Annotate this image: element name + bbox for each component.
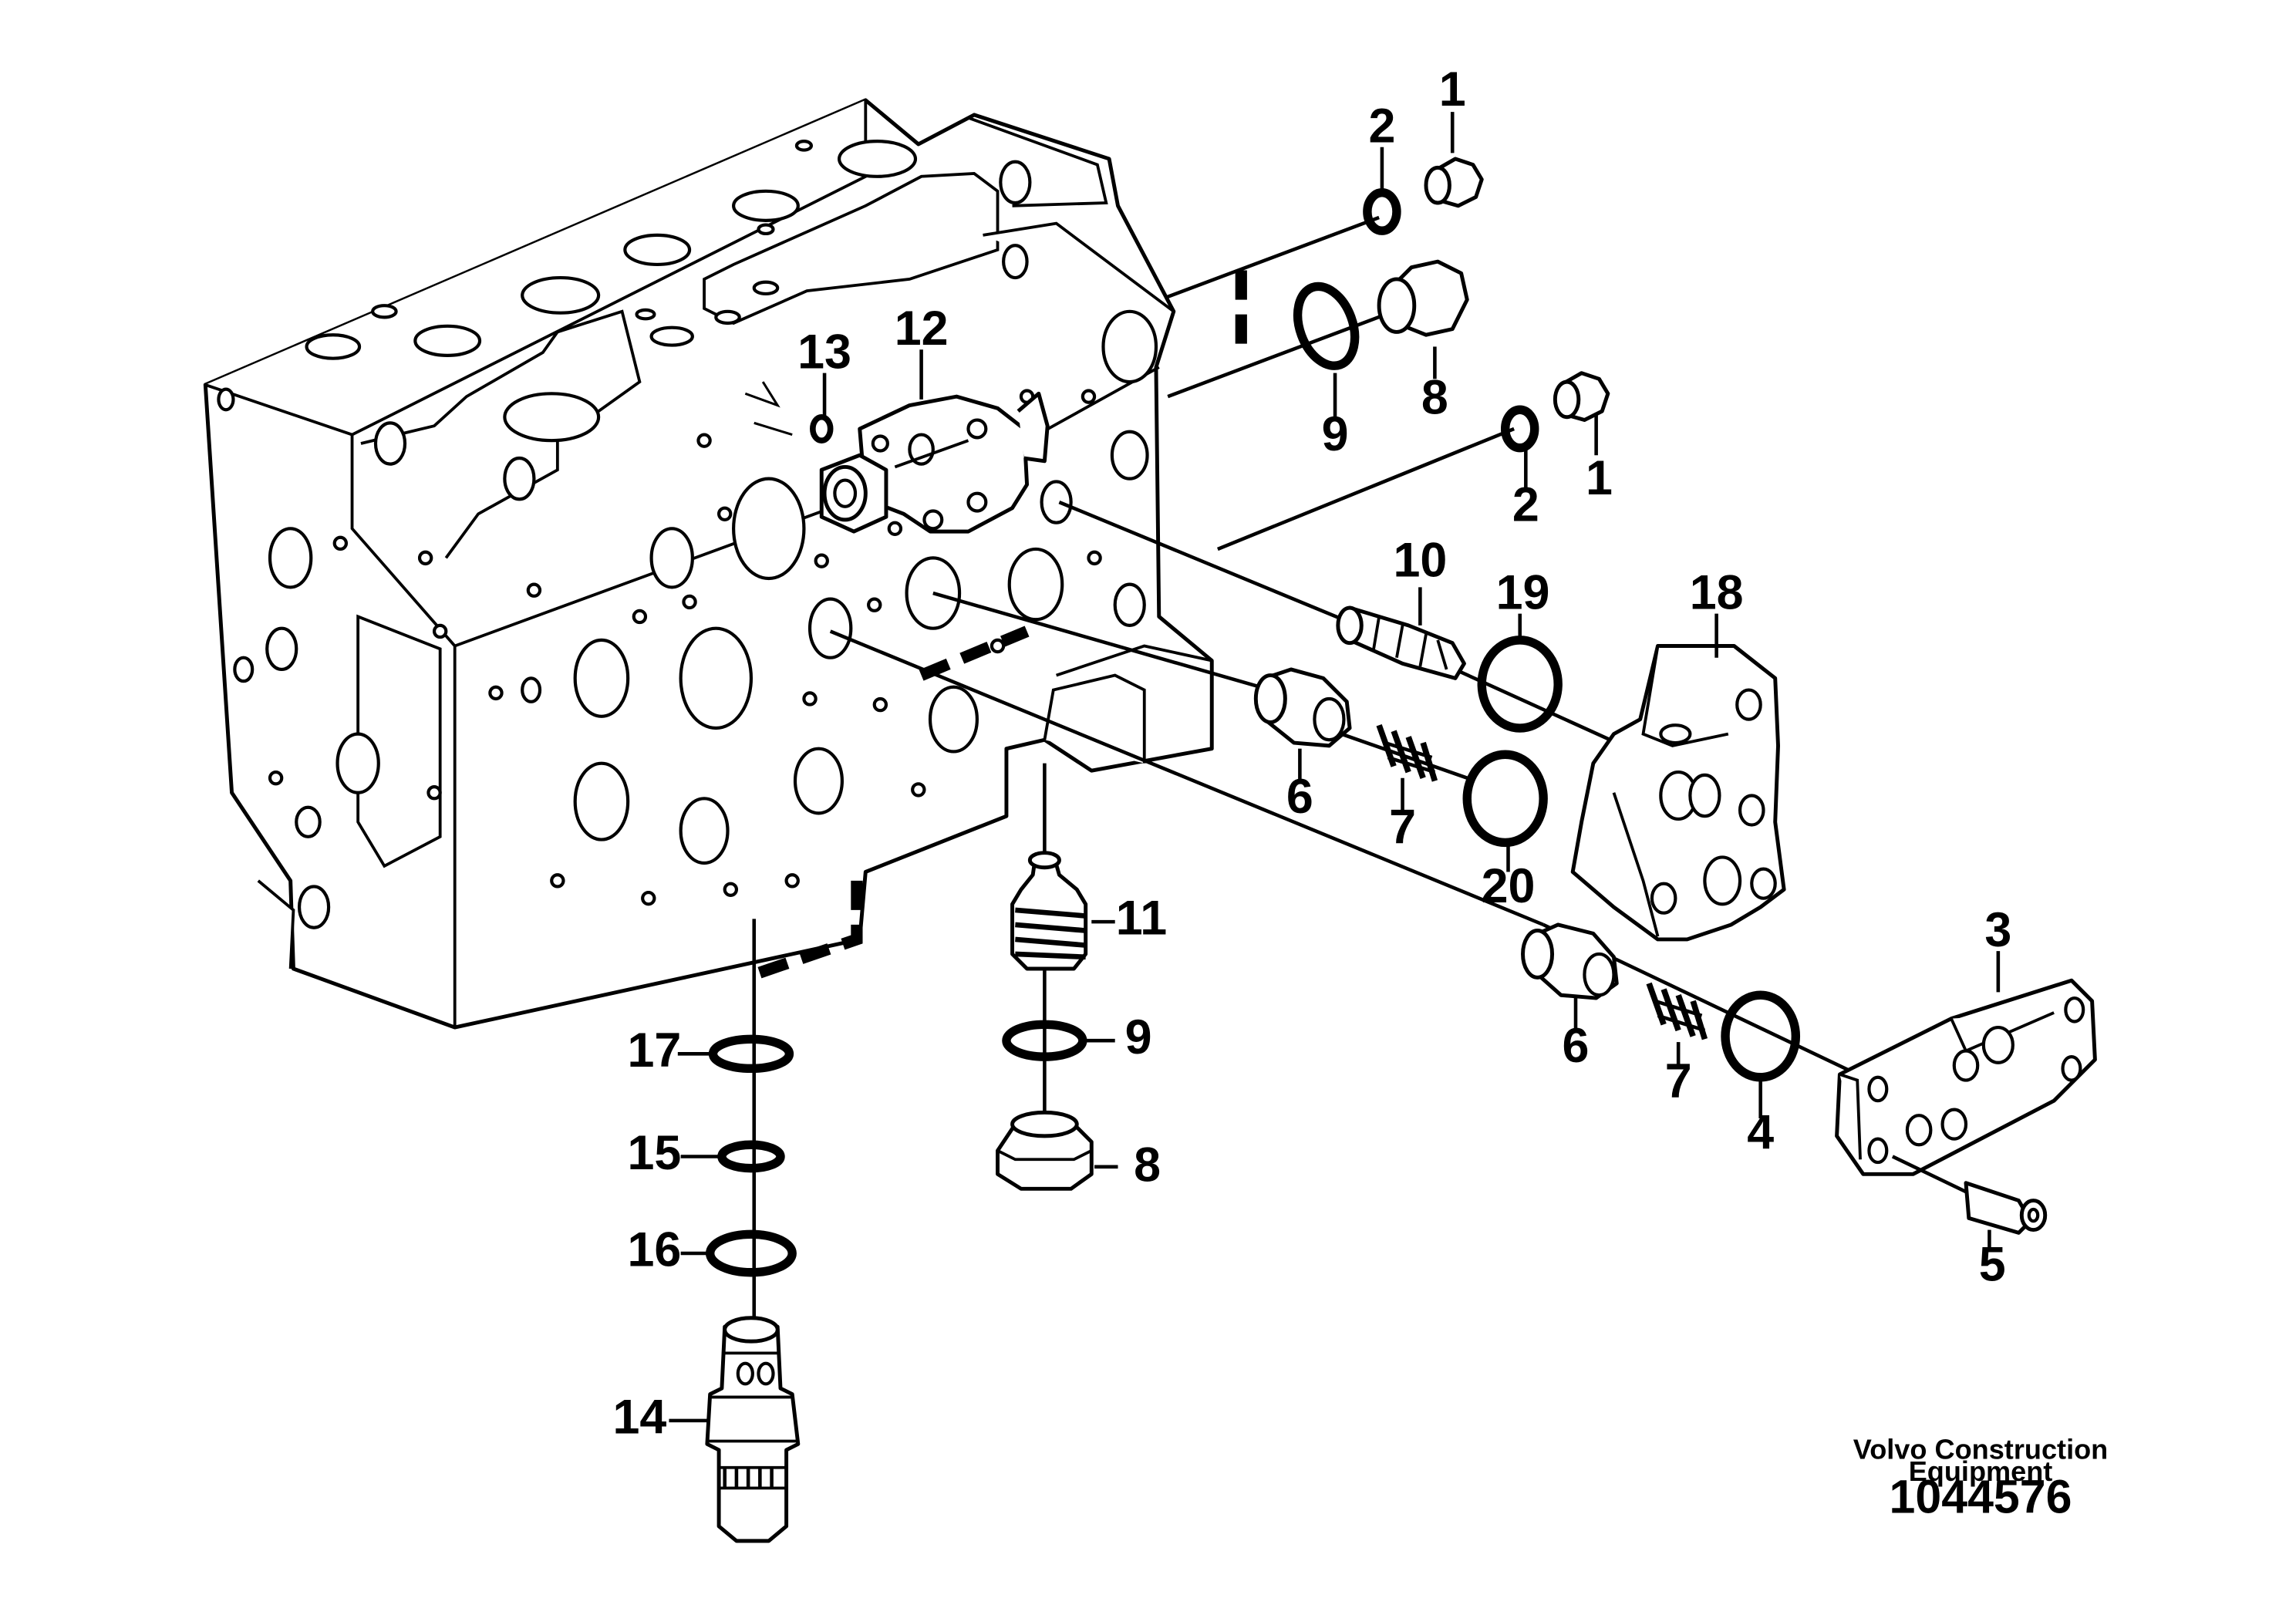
- callout-9-upper: 9: [1322, 407, 1349, 461]
- dashed-connectors: [752, 270, 1247, 980]
- callout-4: 4: [1747, 1105, 1774, 1159]
- callout-5: 5: [1979, 1238, 2006, 1292]
- assembly-lines: [752, 215, 1856, 1351]
- callout-7-upper: 7: [1389, 801, 1416, 855]
- callout-10: 10: [1393, 534, 1447, 588]
- spring-part-7-upper: [1376, 723, 1438, 782]
- solenoid-valve-part-12: [819, 391, 1050, 534]
- callout-6-upper: 6: [1286, 770, 1313, 824]
- callout-14: 14: [612, 1390, 666, 1444]
- drawing-number: 1044576: [1890, 1471, 2072, 1523]
- o-ring-part-2-lower: [1500, 405, 1539, 453]
- callout-9-lower: 9: [1125, 1010, 1152, 1064]
- spring-part-7-lower: [1646, 982, 1708, 1040]
- sleeve-part-6-upper: [1253, 667, 1352, 748]
- cover-part-3: [1835, 978, 2097, 1176]
- o-ring-part-16: [705, 1229, 797, 1277]
- o-ring-part-20: [1462, 750, 1548, 848]
- o-ring-part-17: [708, 1034, 794, 1074]
- callout-18: 18: [1690, 565, 1744, 619]
- o-ring-part-15: [717, 1140, 785, 1173]
- callout-7-lower: 7: [1665, 1054, 1692, 1108]
- o-ring-part-9-upper: [1293, 282, 1360, 370]
- callout-16: 16: [627, 1223, 681, 1277]
- callout-17: 17: [627, 1023, 681, 1077]
- callout-1-lower: 1: [1586, 451, 1613, 505]
- valve-block-housing: [203, 98, 1214, 1030]
- callout-20: 20: [1482, 859, 1536, 913]
- callout-12: 12: [895, 302, 949, 356]
- brand-line-1: Volvo Construction: [1853, 1433, 2108, 1465]
- callout-11: 11: [1116, 892, 1167, 946]
- o-ring-part-19: [1477, 636, 1563, 733]
- bolt-part-5: [1891, 1155, 2048, 1235]
- o-ring-part-4: [1721, 990, 1801, 1082]
- callout-2-upper: 2: [1368, 99, 1395, 153]
- brand-line-2: Equipment: [1909, 1455, 2053, 1487]
- leader-lines: [669, 112, 2001, 1423]
- o-ring-part-2-upper: [1363, 188, 1401, 235]
- cap-part-8-lower: [996, 1110, 1094, 1191]
- callout-6-lower: 6: [1563, 1019, 1590, 1073]
- cartridge-valve-part-14: [705, 1316, 801, 1543]
- sleeve-part-6-lower: [1521, 922, 1619, 1000]
- small-bore-holes: [268, 389, 1102, 906]
- callout-labels: 1 1 2 2 3 4 5 6 6 7 7 8 8 9 9 10 11 12 1…: [612, 62, 2011, 1445]
- callout-8-lower: 8: [1134, 1138, 1161, 1192]
- callout-8-upper: 8: [1421, 370, 1448, 424]
- callout-3: 3: [1984, 903, 2011, 957]
- relief-valve-part-11: [1010, 851, 1088, 971]
- o-ring-part-9-lower: [1002, 1020, 1087, 1061]
- end-cover-part-18: [1570, 644, 1786, 942]
- pin-marks: [744, 381, 793, 437]
- plug-part-1-lower: [1553, 371, 1610, 423]
- o-ring-part-13: [810, 413, 834, 443]
- plug-part-1-upper: [1424, 157, 1484, 208]
- title-block: Volvo Construction Equipment 1044576: [1853, 1433, 2108, 1523]
- spool-part-10: [1336, 605, 1466, 680]
- callout-13: 13: [797, 325, 851, 379]
- callout-1-upper: 1: [1439, 62, 1466, 116]
- callout-2-lower: 2: [1512, 477, 1539, 531]
- cap-part-8-upper: [1377, 259, 1469, 337]
- callout-15: 15: [627, 1126, 681, 1180]
- callout-19: 19: [1496, 565, 1550, 619]
